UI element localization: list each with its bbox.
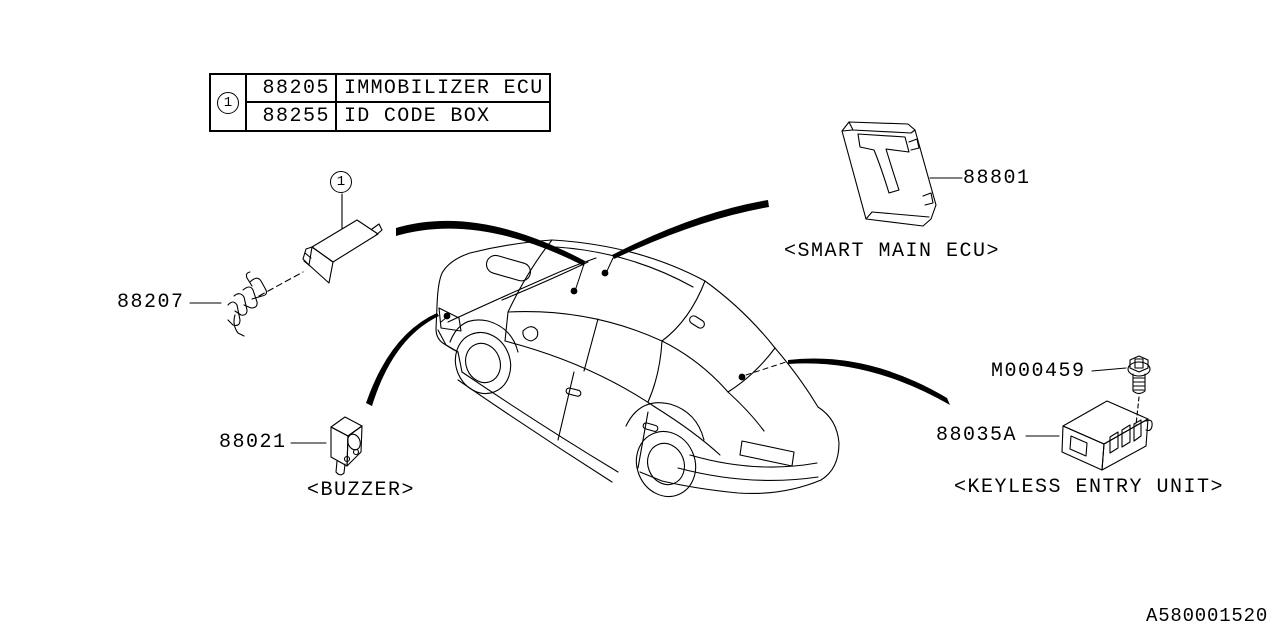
immobilizer-ecu-drawing	[302, 193, 383, 284]
leader-arc-keyless	[788, 358, 950, 405]
legend-table: 1 88205 IMMOBILIZER ECU 88255 ID CODE BO…	[209, 73, 551, 132]
car-illustration	[435, 239, 840, 498]
drawing-number: A580001520	[1146, 605, 1269, 627]
caption-keyless: <KEYLESS ENTRY UNIT>	[954, 476, 1225, 499]
legend-part-description: ID CODE BOX	[344, 105, 491, 128]
legend-callout-cell: 1	[211, 75, 247, 130]
part-label-bolt: M000459	[991, 360, 1086, 383]
part-label-keyless: 88035A	[936, 424, 1018, 447]
buzzer-drawing	[290, 416, 363, 476]
legend-part-number: 88205	[247, 75, 337, 103]
leader-arc-buzzer	[366, 313, 439, 406]
callout-1-badge: 1	[217, 91, 239, 114]
bolt-drawing	[1091, 355, 1151, 426]
mount-point-connectors	[440, 257, 787, 376]
legend-part-description: IMMOBILIZER ECU	[337, 75, 549, 103]
part-label-smart-main-ecu: 88801	[963, 167, 1031, 190]
callout-1-badge: 1	[330, 171, 352, 193]
smart-main-ecu-drawing	[841, 121, 963, 227]
caption-smart-main-ecu: <SMART MAIN ECU>	[784, 240, 1001, 263]
bracket-drawing	[189, 271, 304, 337]
leader-arc-immobilizer	[396, 220, 585, 266]
mount-point-dots	[443, 269, 746, 381]
legend-part-number: 88255	[247, 103, 337, 130]
caption-buzzer: <BUZZER>	[307, 479, 416, 502]
part-label-buzzer: 88021	[219, 431, 287, 454]
part-label-bracket: 88207	[117, 291, 185, 314]
leader-arc-smart-main-ecu	[612, 200, 769, 259]
keyless-entry-unit-drawing	[1025, 400, 1153, 471]
